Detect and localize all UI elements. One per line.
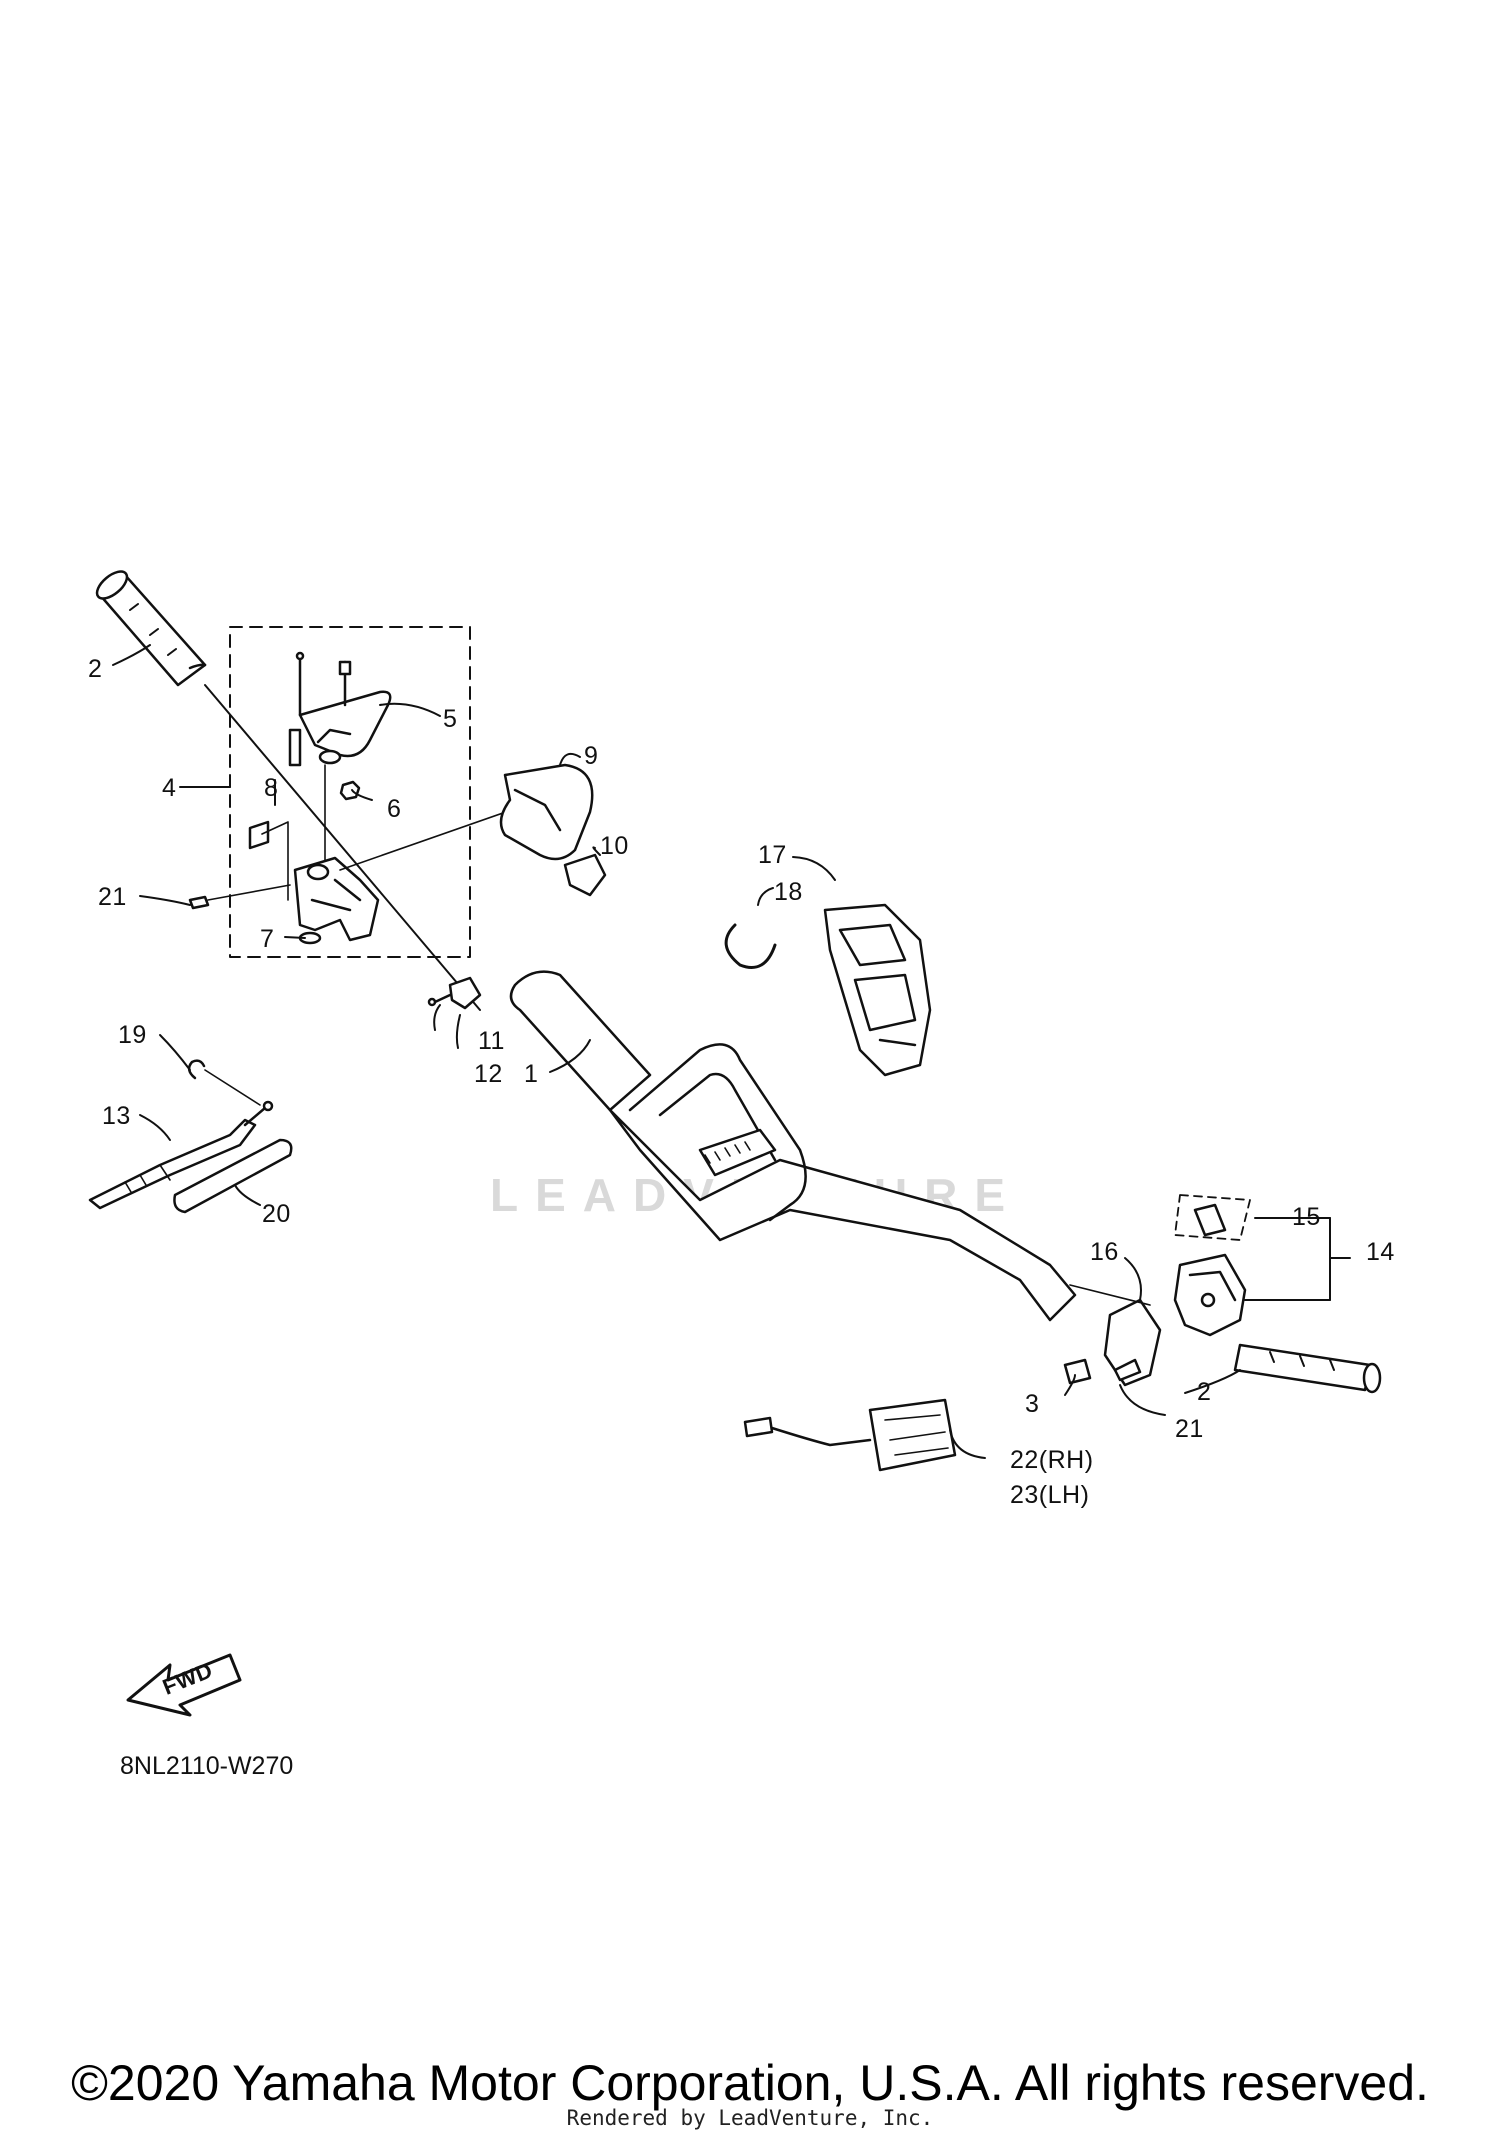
label-2-right: 2 bbox=[1197, 1378, 1212, 1406]
label-8: 8 bbox=[264, 774, 279, 802]
throttle-lever-5 bbox=[288, 651, 392, 767]
lever-housing bbox=[293, 856, 380, 942]
label-20: 20 bbox=[262, 1200, 291, 1228]
assembly-box-4 bbox=[229, 626, 471, 958]
label-3: 3 bbox=[1025, 1390, 1040, 1418]
switch-14 bbox=[1173, 1253, 1247, 1337]
switch-11 bbox=[427, 976, 482, 1010]
diagram-code: 8NL2110-W270 bbox=[120, 1752, 294, 1780]
label-5: 5 bbox=[443, 705, 458, 733]
rendered-by-text: Rendered by LeadVenture, Inc. bbox=[566, 2106, 934, 2130]
label-18: 18 bbox=[774, 878, 803, 906]
label-22-rh: 22(RH) bbox=[1010, 1446, 1094, 1474]
tube-20 bbox=[173, 1138, 293, 1214]
screw-21-left bbox=[188, 895, 210, 910]
leader-lines bbox=[112, 644, 1351, 1459]
label-13: 13 bbox=[102, 1102, 131, 1130]
label-4: 4 bbox=[162, 774, 177, 802]
label-17: 17 bbox=[758, 841, 787, 869]
fwd-arrow-icon bbox=[126, 1653, 242, 1717]
plug-3 bbox=[1063, 1358, 1092, 1385]
label-19: 19 bbox=[118, 1021, 147, 1049]
label-1: 1 bbox=[524, 1060, 539, 1088]
label-21-left: 21 bbox=[98, 883, 127, 911]
label-14: 14 bbox=[1366, 1238, 1395, 1266]
label-21-right: 21 bbox=[1175, 1415, 1204, 1443]
cable-13 bbox=[88, 1100, 274, 1210]
ring-18 bbox=[724, 923, 777, 969]
switch-part-15 bbox=[1174, 1194, 1251, 1241]
label-12: 12 bbox=[474, 1060, 503, 1088]
screw-21-right bbox=[1113, 1358, 1142, 1382]
grip-heater-22-23 bbox=[743, 1398, 957, 1472]
centre-line-left bbox=[204, 684, 481, 1011]
nut-6 bbox=[339, 780, 361, 801]
right-grip-2 bbox=[1233, 1343, 1382, 1394]
label-15: 15 bbox=[1292, 1203, 1321, 1231]
copyright-notice: ©2020 Yamaha Motor Corporation, U.S.A. A… bbox=[71, 2055, 1429, 2111]
label-23-lh: 23(LH) bbox=[1010, 1481, 1090, 1509]
label-16: 16 bbox=[1090, 1238, 1119, 1266]
label-2-left: 2 bbox=[88, 655, 103, 683]
clip-10 bbox=[563, 853, 607, 897]
left-grip-2 bbox=[95, 570, 207, 687]
clip-19 bbox=[187, 1059, 206, 1080]
handlebar-1 bbox=[509, 970, 1077, 1322]
label-9: 9 bbox=[584, 742, 599, 770]
holder-17 bbox=[823, 903, 932, 1077]
label-10: 10 bbox=[600, 832, 629, 860]
label-11: 11 bbox=[478, 1027, 505, 1055]
cover-9 bbox=[499, 763, 594, 861]
label-7: 7 bbox=[260, 925, 275, 953]
plate-8 bbox=[248, 820, 270, 850]
label-6: 6 bbox=[387, 795, 402, 823]
